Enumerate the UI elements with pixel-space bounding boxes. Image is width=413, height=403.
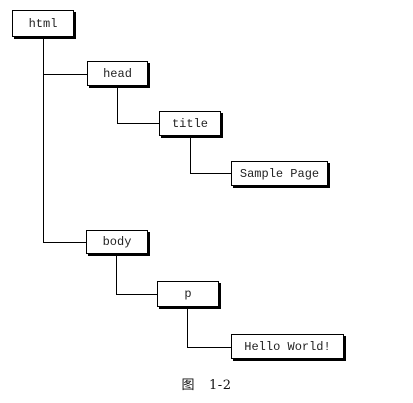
node-hello-world-text: Hello World!	[231, 334, 344, 359]
caption-number: 1-2	[209, 378, 232, 393]
node-body: body	[86, 230, 148, 254]
node-title: title	[159, 111, 221, 136]
connector-head-title	[117, 123, 159, 124]
connector-p-text	[187, 347, 231, 348]
node-sample-page-text: Sample Page	[231, 161, 328, 186]
caption-prefix: 图	[181, 378, 196, 393]
connector-head-vertical	[117, 86, 118, 123]
node-head: head	[87, 61, 148, 86]
connector-title-text	[190, 173, 231, 174]
connector-body-vertical	[116, 254, 117, 294]
connector-html-body	[43, 242, 86, 243]
connector-html-vertical	[43, 37, 44, 242]
connector-p-vertical	[187, 307, 188, 347]
node-p: p	[157, 281, 219, 307]
node-html: html	[12, 10, 74, 37]
figure-caption: 图 1-2	[0, 374, 413, 393]
connector-title-vertical	[190, 136, 191, 173]
connector-html-head	[43, 74, 87, 75]
connector-body-p	[116, 294, 157, 295]
